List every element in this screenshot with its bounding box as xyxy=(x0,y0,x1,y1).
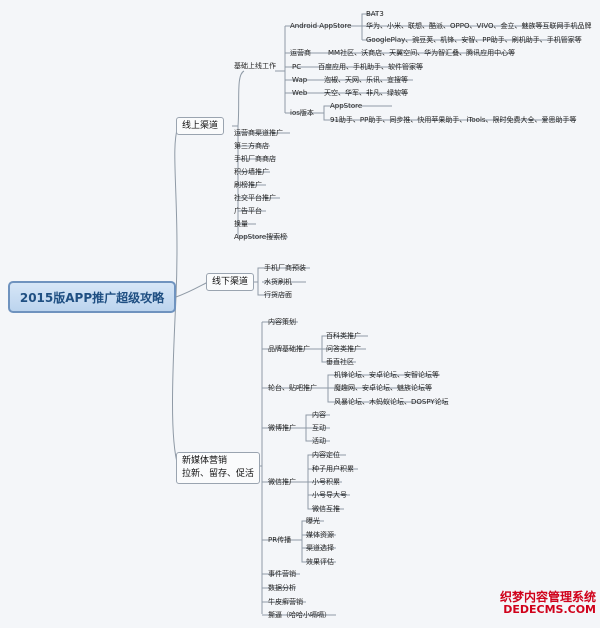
node-tail-item[interactable]: 牛皮癣营销 xyxy=(268,598,303,606)
node-ios-appstore[interactable]: AppStore xyxy=(330,102,363,110)
node-web-value[interactable]: 天空、华军、非凡、绿软等 xyxy=(324,89,408,97)
node-ios[interactable]: ios版本 xyxy=(290,109,314,117)
node-pc-value[interactable]: 百度应用、手机助手、软件管家等 xyxy=(318,63,423,71)
node-brand[interactable]: 品牌基础推广 xyxy=(268,345,310,353)
node-pr-item[interactable]: 媒体资源 xyxy=(306,531,334,539)
node-online-item[interactable]: AppStore搜索榜 xyxy=(234,233,288,241)
node-wechat-item[interactable]: 微信互推 xyxy=(312,505,340,513)
node-offline-item[interactable]: 行货店面 xyxy=(264,291,292,299)
node-pc[interactable]: PC xyxy=(292,63,302,71)
node-online-item[interactable]: 刷榜推广 xyxy=(234,181,262,189)
node-new-media[interactable]: 新媒体营销 拉新、留存、促活 xyxy=(176,452,261,484)
node-android-appstore[interactable]: Android AppStore xyxy=(290,22,352,30)
watermark-line2: DEDECMS.COM xyxy=(503,603,596,616)
node-online-item[interactable]: 换量 xyxy=(234,220,248,228)
node-offline-channels[interactable]: 线下渠道 xyxy=(206,273,255,291)
node-forum-item[interactable]: 风暴论坛、木蚂蚁论坛、DOSPY论坛 xyxy=(334,398,449,406)
node-brand-item[interactable]: 百科类推广 xyxy=(326,332,361,340)
node-online-channels[interactable]: 线上渠道 xyxy=(176,117,225,135)
watermark: 织梦内容管理系统 DEDECMS.COM xyxy=(500,590,596,616)
node-pr[interactable]: PR传播 xyxy=(268,536,292,544)
node-wechat-item[interactable]: 小号导大号 xyxy=(312,491,347,499)
node-phone-brands[interactable]: 华为、小米、联想、酷派、OPPO、VIVO、金立、魅族等互联网手机品牌 xyxy=(366,22,592,30)
node-weibo-item[interactable]: 活动 xyxy=(312,437,326,445)
node-tail-item[interactable]: 数据分析 xyxy=(268,584,296,592)
node-wechat-item[interactable]: 内容定位 xyxy=(312,451,340,459)
node-content-plan[interactable]: 内容策划 xyxy=(268,318,296,326)
node-brand-item[interactable]: 垂直社区 xyxy=(326,358,354,366)
node-online-item[interactable]: 手机厂商商店 xyxy=(234,155,276,163)
node-tail-item[interactable]: 事件营销 xyxy=(268,570,296,578)
node-ios-value[interactable]: 91助手、PP助手、同步推、快用苹果助手、iTools、限时免费大全、爱思助手等 xyxy=(330,116,577,124)
root-node[interactable]: 2015版APP推广超级攻略 xyxy=(8,281,176,313)
node-new-media-subtitle: 拉新、留存、促活 xyxy=(182,469,255,479)
node-brand-item[interactable]: 问答类推广 xyxy=(326,345,361,353)
node-forum-item[interactable]: 魔趣网、安卓论坛、魅族论坛等 xyxy=(334,384,432,392)
node-forum[interactable]: 轮台、贴吧推广 xyxy=(268,384,317,392)
node-pr-item[interactable]: 效果评估 xyxy=(306,558,334,566)
node-online-item[interactable]: 社交平台推广 xyxy=(234,194,276,202)
node-online-item[interactable]: 广告平台 xyxy=(234,207,262,215)
node-weibo-item[interactable]: 内容 xyxy=(312,411,326,419)
node-online-item[interactable]: 第三方商店 xyxy=(234,142,269,150)
node-offline-item[interactable]: 手机厂商预装 xyxy=(264,264,306,272)
node-web[interactable]: Web xyxy=(292,89,308,97)
node-wap-value[interactable]: 泡椒、天网、乐讯、宜搜等 xyxy=(324,76,408,84)
node-offline-item[interactable]: 水货刷机 xyxy=(264,278,292,286)
node-forum-item[interactable]: 机锋论坛、安卓论坛、安智论坛等 xyxy=(334,371,439,379)
node-bat3[interactable]: BAT3 xyxy=(366,10,384,18)
node-basic-work[interactable]: 基础上线工作 xyxy=(234,62,276,70)
node-wechat-item[interactable]: 小号积累 xyxy=(312,478,340,486)
node-weibo[interactable]: 微博推广 xyxy=(268,424,296,432)
node-new-media-title: 新媒体营销 xyxy=(182,456,228,466)
node-wechat[interactable]: 微信推广 xyxy=(268,478,296,486)
node-wechat-item[interactable]: 种子用户积累 xyxy=(312,465,354,473)
node-online-item[interactable]: 运营商渠道推广 xyxy=(234,129,283,137)
node-weibo-item[interactable]: 互动 xyxy=(312,424,326,432)
node-carrier-value[interactable]: MM社区、沃商店、天翼空间、华为智汇叠、腾讯应用中心等 xyxy=(328,49,516,57)
watermark-line1: 织梦内容管理系统 xyxy=(499,590,596,604)
node-online-item[interactable]: 积分墙推广 xyxy=(234,168,269,176)
node-wap[interactable]: Wap xyxy=(292,76,308,84)
node-pr-item[interactable]: 曝光 xyxy=(306,517,320,525)
node-pr-item[interactable]: 渠道选择 xyxy=(306,544,334,552)
node-tail-item[interactable]: 撕逼（哈哈小嗝嗝） xyxy=(268,611,331,619)
node-third-party-stores[interactable]: GooglePlay、豌豆荚、机锋、安智、PP助手、刷机助手、手机管家等 xyxy=(366,36,582,44)
node-carrier[interactable]: 运营商 xyxy=(290,49,311,57)
